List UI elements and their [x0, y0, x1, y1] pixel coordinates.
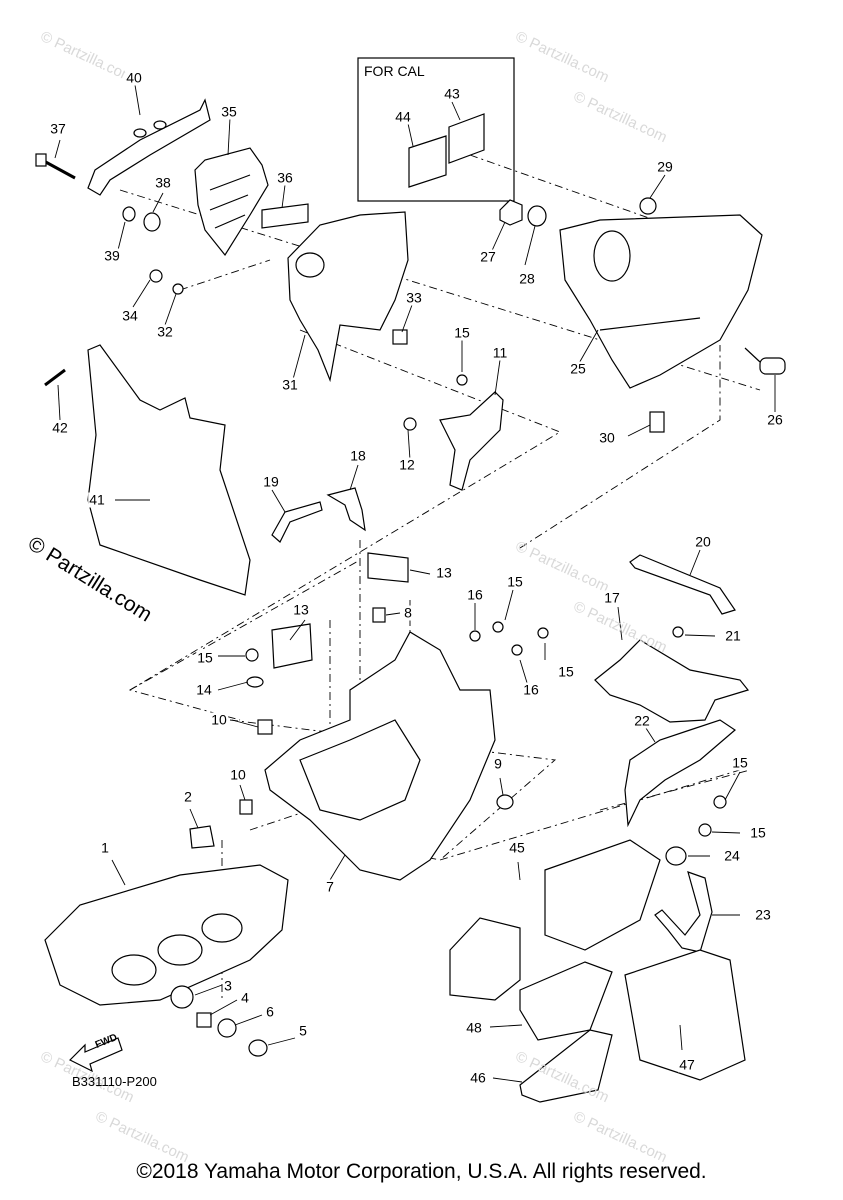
- side-cover-25: [559, 214, 763, 389]
- callout-label: 40: [125, 69, 143, 86]
- callout-label: 15: [453, 324, 471, 341]
- callout-label: 44: [394, 108, 412, 125]
- callout-label: 15: [731, 754, 749, 771]
- callout-label: 22: [633, 712, 651, 729]
- for-cal-label: FOR CAL: [364, 63, 425, 79]
- callout-label: 26: [766, 411, 784, 428]
- callout-label: 2: [183, 788, 193, 805]
- callout-label: 32: [156, 323, 174, 340]
- callout-label: 20: [694, 533, 712, 550]
- for-cal-box: [357, 57, 515, 202]
- copyright-notice: ©2018 Yamaha Motor Corporation, U.S.A. A…: [136, 1160, 707, 1183]
- callout-label: 30: [598, 429, 616, 446]
- callout-label: 42: [51, 419, 69, 436]
- callout-label: 11: [491, 344, 509, 361]
- callout-label: 15: [749, 824, 767, 841]
- callout-label: 16: [466, 586, 484, 603]
- callout-label: 29: [656, 158, 674, 175]
- callout-label: 4: [240, 989, 250, 1006]
- callout-label: 14: [195, 681, 213, 698]
- bracket-22: [624, 719, 736, 828]
- callout-label: 24: [723, 847, 741, 864]
- callout-label: 5: [298, 1022, 308, 1039]
- callout-label: 10: [210, 711, 228, 728]
- box-45: [544, 839, 661, 951]
- callout-label: 36: [276, 169, 294, 186]
- callout-label: 25: [569, 360, 587, 377]
- callout-label: 17: [603, 589, 621, 606]
- callout-label: 37: [49, 120, 67, 137]
- callout-label: 38: [154, 174, 172, 191]
- callout-label: 18: [349, 447, 367, 464]
- callout-label: 16: [522, 681, 540, 698]
- callout-label: 47: [678, 1056, 696, 1073]
- callout-label: 39: [103, 247, 121, 264]
- callout-label: 1: [100, 839, 110, 856]
- diagram-code: B331110-P200: [72, 1074, 157, 1089]
- callout-label: 48: [465, 1019, 483, 1036]
- callout-label: 6: [265, 1003, 275, 1020]
- callout-label: 31: [281, 376, 299, 393]
- callout-label: 46: [469, 1069, 487, 1086]
- label-43-shape: [448, 113, 485, 164]
- callout-label: 35: [220, 103, 238, 120]
- callout-label: 21: [724, 627, 742, 644]
- callout-label: 13: [292, 601, 310, 618]
- callout-label: 9: [493, 755, 503, 772]
- label-44-shape: [408, 135, 447, 188]
- callout-label: 13: [435, 564, 453, 581]
- callout-label: 34: [121, 307, 139, 324]
- callout-label: 10: [229, 766, 247, 783]
- callout-label: 33: [405, 289, 423, 306]
- callout-label: 15: [196, 649, 214, 666]
- callout-label: 15: [506, 573, 524, 590]
- callout-label: 43: [443, 85, 461, 102]
- callout-label: 3: [223, 977, 233, 994]
- callout-label: 45: [508, 839, 526, 856]
- bracket-31: [287, 211, 409, 383]
- callout-label: 28: [518, 270, 536, 287]
- tray-17: [594, 639, 750, 723]
- callout-label: 7: [325, 878, 335, 895]
- heat-shield-41: [87, 344, 251, 596]
- callout-label: 15: [557, 663, 575, 680]
- cover-1: [44, 864, 289, 1006]
- callout-label: 19: [262, 473, 280, 490]
- callout-label: 8: [403, 604, 413, 621]
- callout-label: 12: [398, 456, 416, 473]
- callout-label: 41: [88, 491, 106, 508]
- bracket-40: [87, 98, 211, 196]
- callout-label: 23: [754, 906, 772, 923]
- callout-label: 27: [479, 248, 497, 265]
